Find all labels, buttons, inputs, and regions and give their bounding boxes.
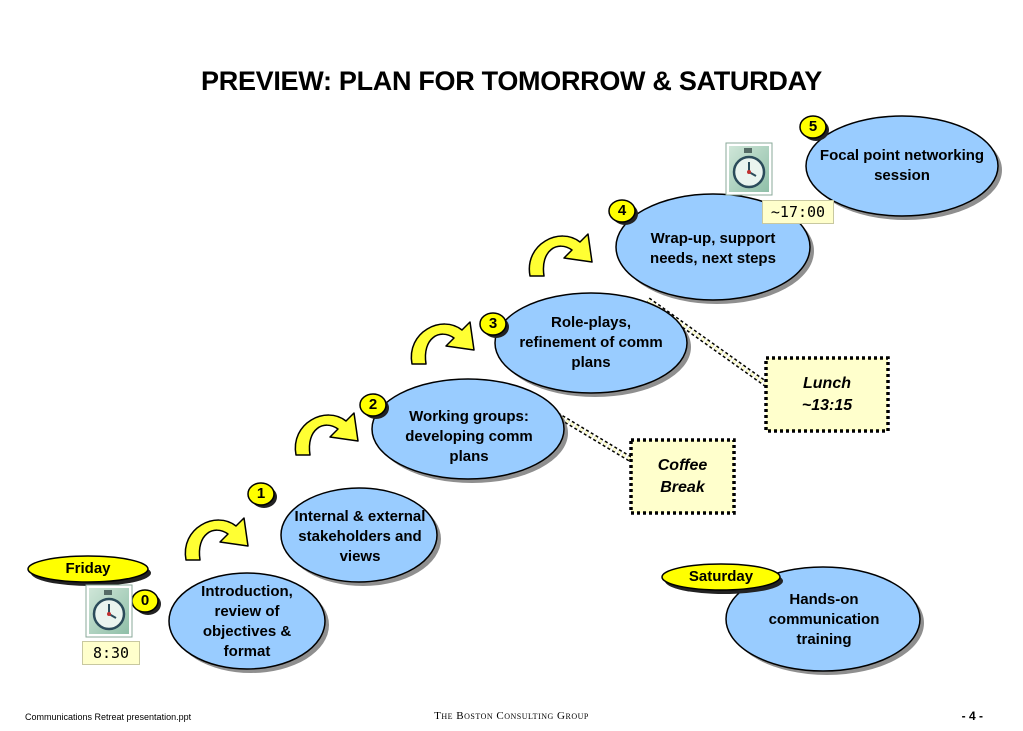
step-0-number: 0 [140,592,150,609]
step-0-ellipse [168,572,329,673]
lunch-title: Lunch [803,374,851,392]
curved-arrow-icon [294,412,359,456]
start-time: 8:30 [82,641,140,665]
stopwatch-icon [84,583,134,639]
step-1-number: 1 [256,485,266,502]
page-number: - 4 - [961,709,983,723]
coffee-break-connector [550,409,634,463]
coffee-break-box [629,438,736,515]
step-2-ellipse [371,378,568,483]
step-1-text: Internal & external stakeholders and vie… [294,508,426,565]
footer-filename: Communications Retreat presentation.ppt [25,712,192,722]
footer-company: The Boston Consulting Group [434,710,589,722]
step-3-number: 3 [488,315,498,332]
step-4-ellipse [615,193,814,304]
saturday-badge-shape [661,563,783,594]
step-5-ellipse [805,115,1002,220]
step-0-text: Introduction, review of objectives & for… [201,583,293,660]
step-2-text: Working groups: developing comm plans [405,408,533,465]
saturday-session-text: Hands-on communication training [768,591,880,648]
coffee-break-label: Coffee Break [657,456,708,496]
friday-badge-shape [27,555,151,586]
step-5-text: Focal point networking session [819,147,985,184]
step-3-text: Role-plays, refinement of comm plans [519,314,663,371]
curved-arrow-icon [410,321,475,365]
step-2-number: 2 [368,396,378,413]
saturday-ellipse [725,566,924,675]
step-4-text: Wrap-up, support needs, next steps [650,230,776,267]
lunch-label: Lunch ~13:15 [776,368,878,421]
step-4-number: 4 [617,202,627,219]
end-time: ~17:00 [762,200,834,224]
saturday-label: Saturday [688,568,754,585]
step-1-ellipse [280,487,441,586]
lunch-time: ~13:15 [801,396,853,414]
lunch-box [764,356,890,433]
page-title: PREVIEW: PLAN FOR TOMORROW & SATURDAY [201,66,822,96]
step-5-number: 5 [808,118,818,135]
stopwatch-icon [724,141,774,197]
step-3-ellipse [494,292,691,397]
curved-arrow-icon [184,517,249,561]
friday-label: Friday [65,560,111,577]
curved-arrow-icon [528,233,593,277]
